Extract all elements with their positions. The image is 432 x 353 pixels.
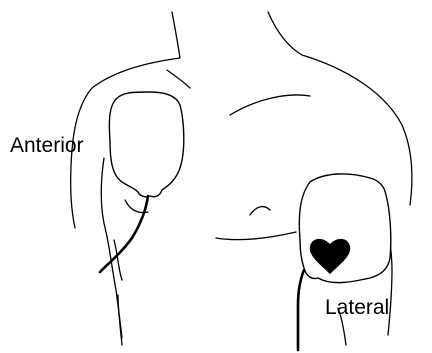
chest-contour-center xyxy=(250,207,270,215)
chest-upper-curve xyxy=(230,95,310,115)
left-lower-line xyxy=(118,295,122,345)
anterior-label: Anterior xyxy=(10,135,84,156)
neck-left-line xyxy=(172,12,180,58)
lateral-pad-cable xyxy=(298,270,304,350)
left-armpit-crease xyxy=(114,240,122,280)
neck-right-line xyxy=(268,12,302,55)
anterior-electrode-pad xyxy=(109,92,183,197)
anterior-pad-cable xyxy=(100,196,148,272)
left-trapezius-line xyxy=(167,70,190,88)
lower-chest-line xyxy=(216,232,296,240)
lateral-label: Lateral xyxy=(325,297,389,318)
lateral-electrode-pad xyxy=(299,174,390,283)
